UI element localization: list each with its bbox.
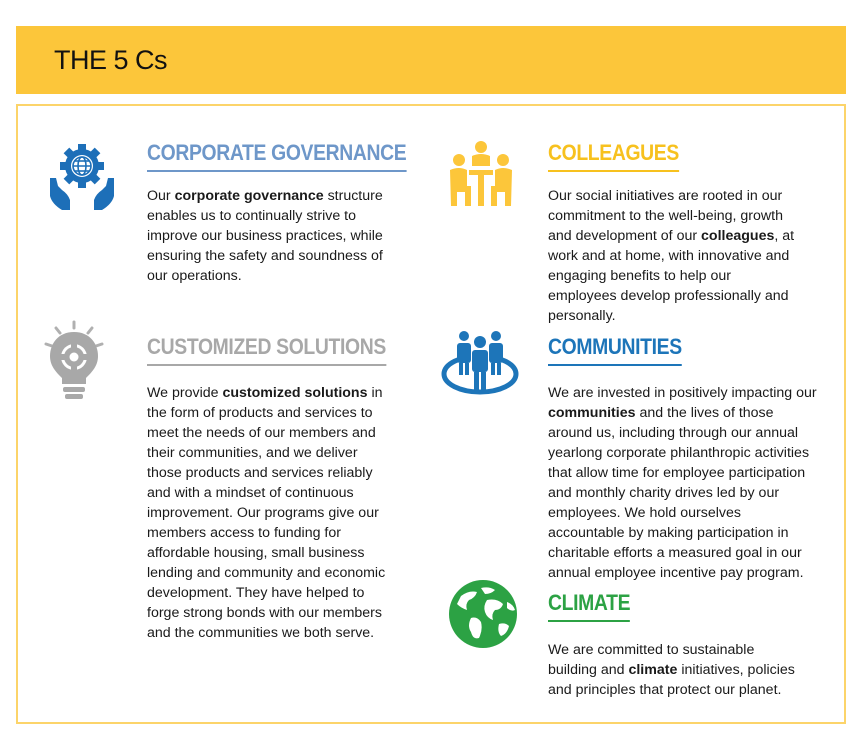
header-banner: THE 5 Cs bbox=[16, 26, 846, 94]
people-table-icon bbox=[443, 140, 519, 210]
lightbulb-gear-icon bbox=[42, 320, 106, 404]
section-text-communities: We are invested in positively impacting … bbox=[548, 385, 817, 581]
section-text-solutions: We provide customized solutions in the f… bbox=[147, 385, 386, 641]
section-text-climate: We are committed to sustainable building… bbox=[548, 642, 795, 698]
page-title: THE 5 Cs bbox=[54, 45, 168, 75]
section-title-solutions: CUSTOMIZED SOLUTIONS bbox=[147, 334, 386, 366]
earth-globe-icon bbox=[447, 578, 519, 650]
content-panel bbox=[16, 104, 846, 724]
section-text-colleagues: Our social initiatives are rooted in our… bbox=[548, 188, 795, 324]
people-circle-icon bbox=[440, 330, 520, 396]
section-title-colleagues: COLLEAGUES bbox=[548, 140, 679, 172]
section-text-governance: Our corporate governance structure enabl… bbox=[147, 188, 383, 284]
section-title-climate: CLIMATE bbox=[548, 590, 630, 622]
section-title-communities: COMMUNITIES bbox=[548, 334, 682, 366]
globe-gear-hands-icon bbox=[44, 140, 120, 214]
section-title-governance: CORPORATE GOVERNANCE bbox=[147, 140, 407, 172]
